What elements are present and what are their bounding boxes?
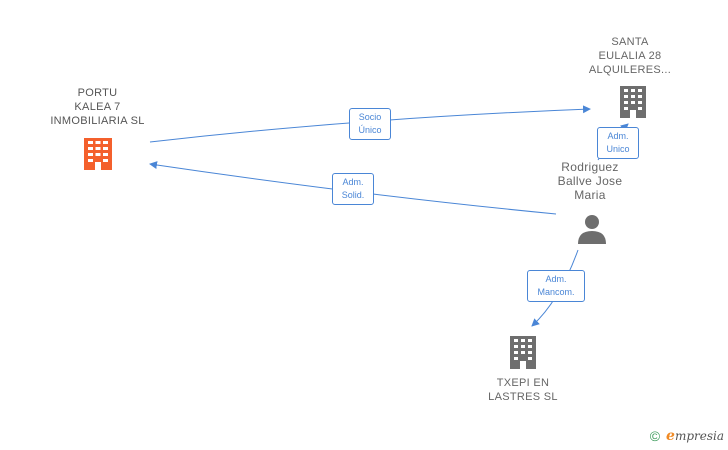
edge-label-adm-unico[interactable]: Adm. Unico <box>597 127 639 159</box>
edge-label-adm-solid[interactable]: Adm. Solid. <box>332 173 374 205</box>
label-line: Ballve Jose <box>557 174 623 188</box>
edge-label-adm-mancom[interactable]: Adm. Mancom. <box>527 270 585 302</box>
edge-label-line: Socio <box>358 112 382 122</box>
edge-label-line: Adm. <box>545 274 567 284</box>
node-label-rodriguez[interactable]: Rodriguez Ballve Jose Maria <box>545 160 635 202</box>
label-line: Rodriguez <box>561 160 619 174</box>
edge-label-line: Mancom. <box>537 287 575 297</box>
label-line: EULALIA 28 <box>598 50 662 62</box>
copyright-symbol: © <box>649 428 661 444</box>
label-line: Maria <box>574 188 606 202</box>
footer-brand: © empresia <box>650 428 724 444</box>
brand-initial: e <box>666 428 675 444</box>
label-line: SANTA <box>611 36 649 48</box>
label-line: LASTRES SL <box>488 391 558 403</box>
edge-label-socio-unico[interactable]: Socio Único <box>349 108 391 140</box>
edge-label-line: Unico <box>606 144 630 154</box>
node-label-santa[interactable]: SANTA EULALIA 28 ALQUILERES... <box>580 35 680 77</box>
label-line: KALEA 7 <box>74 101 121 113</box>
edge-label-line: Solid. <box>341 190 365 200</box>
node-label-txepi[interactable]: TXEPI EN LASTRES SL <box>473 376 573 404</box>
edge-label-line: Único <box>358 125 382 135</box>
brand-name: mpresia <box>674 429 724 443</box>
building-icon[interactable] <box>84 138 112 170</box>
building-icon[interactable] <box>510 336 536 369</box>
brand-logo[interactable]: empresia <box>666 428 724 444</box>
node-label-portu[interactable]: PORTU KALEA 7 INMOBILIARIA SL <box>30 86 165 128</box>
label-line: PORTU <box>77 87 118 99</box>
edge-label-line: Adm. <box>342 177 364 187</box>
label-line: INMOBILIARIA SL <box>50 115 145 127</box>
building-icon[interactable] <box>620 86 646 118</box>
label-line: TXEPI EN <box>496 377 550 389</box>
edge-label-line: Adm. <box>607 131 629 141</box>
person-icon[interactable] <box>578 215 606 244</box>
label-line: ALQUILERES... <box>588 64 672 76</box>
